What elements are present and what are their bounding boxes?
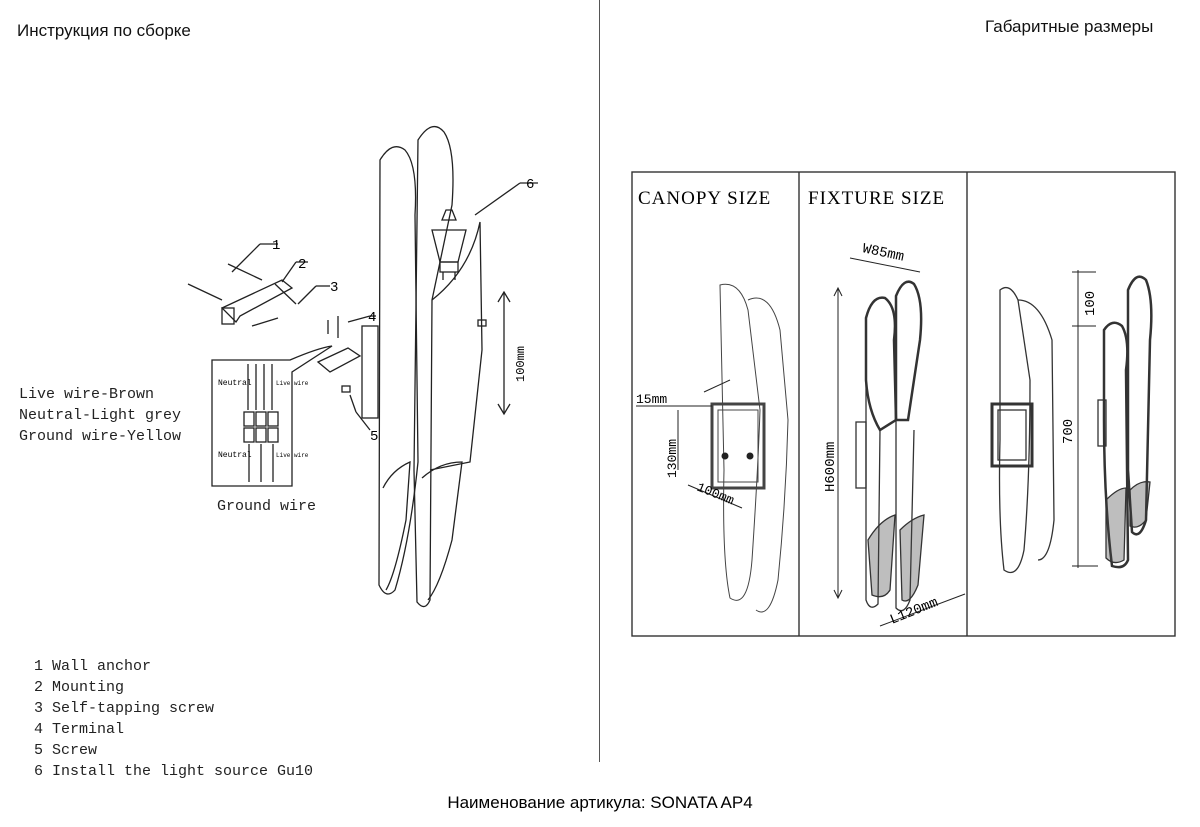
canopy-size-title: CANOPY SIZE — [638, 188, 771, 209]
fixture-tube-left — [378, 146, 419, 595]
height-dimension-label: 100mm — [514, 346, 528, 382]
fixture-tube-right — [413, 125, 454, 608]
fixture-size-title: FIXTURE SIZE — [808, 188, 945, 209]
callout-2: 2 — [298, 257, 306, 273]
ground-wire-caption: Ground wire — [217, 498, 317, 515]
inset-neutral-bottom: Neutral — [218, 451, 252, 460]
overall-top-dimension: 100 — [1083, 291, 1099, 316]
overall-height-dimension: 700 — [1061, 419, 1077, 444]
parts-list-item: 6 Install the light source Gu10 — [34, 763, 314, 780]
legend-neutral-wire: Neutral-Light grey — [19, 407, 182, 424]
callout-4: 4 — [368, 310, 376, 326]
overall-dimensions-heading: Габаритные размеры — [985, 17, 1154, 36]
callout-3: 3 — [330, 280, 338, 296]
canopy-width-label: 100mm — [695, 480, 737, 509]
parts-list: 1 Wall anchor 2 Mounting 3 Self-tapping … — [34, 656, 313, 782]
parts-list-item: 1 Wall anchor — [34, 658, 152, 675]
callout-5: 5 — [370, 429, 378, 445]
dimension-panels-frame — [631, 171, 1176, 637]
assembly-drawing: 1 2 3 4 5 6 100mm Neutral Live wire Neut… — [187, 125, 538, 608]
canopy-height-label: 130mm — [665, 439, 680, 478]
callout-6: 6 — [526, 177, 534, 193]
canopy-depth-label: 15mm — [636, 392, 667, 407]
dimension-panels: CANOPY SIZE 15mm 130mm 100mm FIXTURE SIZ… — [631, 171, 1176, 637]
article-name-footer: Наименование артикула: SONATA AP4 — [447, 793, 753, 812]
wire-legend: Live wire-Brown Neutral-Light grey Groun… — [19, 384, 181, 447]
parts-list-item: 5 Screw — [34, 742, 98, 759]
callout-1: 1 — [272, 238, 280, 254]
parts-list-item: 2 Mounting — [34, 679, 125, 696]
legend-live-wire: Live wire-Brown — [19, 386, 155, 403]
inset-neutral-top: Neutral — [218, 379, 252, 388]
fixture-height-label: H600mm — [823, 442, 839, 492]
parts-list-item: 4 Terminal — [34, 721, 125, 738]
parts-list-item: 3 Self-tapping screw — [34, 700, 215, 717]
page-divider — [599, 0, 600, 762]
inset-live-bottom: Live wire — [276, 452, 309, 459]
inset-live-top: Live wire — [276, 380, 309, 387]
assembly-instructions-heading: Инструкция по сборке — [17, 21, 191, 40]
legend-ground-wire: Ground wire-Yellow — [19, 428, 182, 445]
